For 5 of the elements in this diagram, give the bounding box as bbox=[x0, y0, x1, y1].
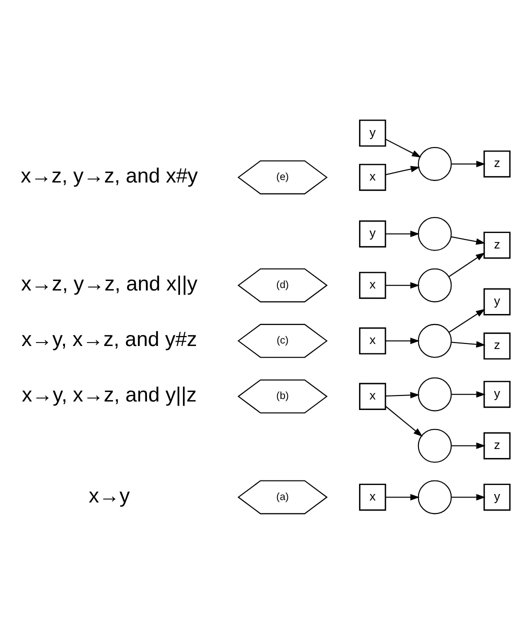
label: x→z, y→z, and x#y bbox=[20, 164, 198, 188]
label: x→y bbox=[88, 484, 130, 508]
label: x→y, x→z, and y#z bbox=[20, 328, 197, 352]
label: x→y, x→z, and y||z bbox=[21, 384, 196, 407]
label: x→z, y→z, and x||y bbox=[20, 272, 197, 296]
